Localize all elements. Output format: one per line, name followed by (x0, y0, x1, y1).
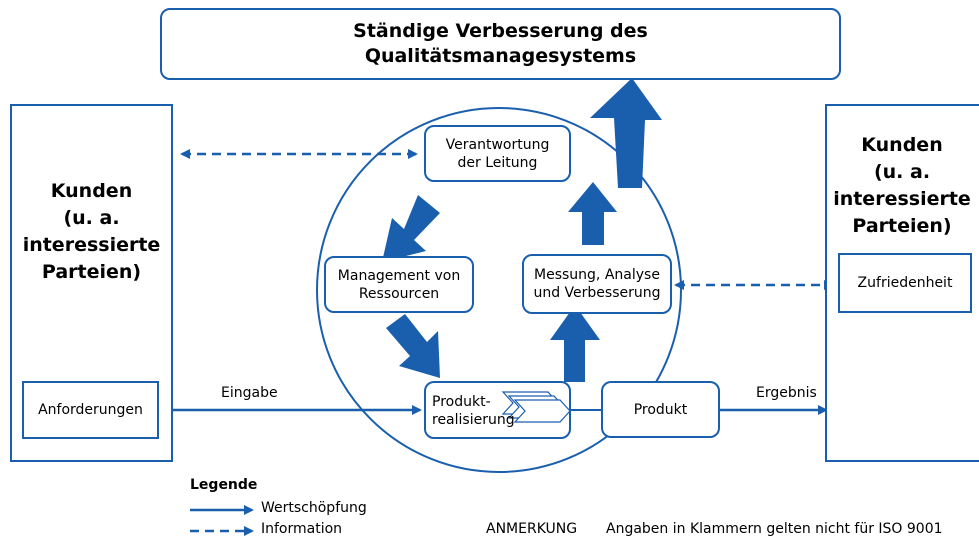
cycle-arrow-realization-to-measurement (550, 305, 600, 382)
management-responsibility-label: Verantwortung der Leitung (445, 136, 550, 171)
title-box: Ständige Verbesserung des Qualitätsmanag… (160, 8, 841, 80)
requirements-label: Anforderungen (38, 402, 143, 418)
improvement-arrow (590, 78, 662, 188)
satisfaction-box: Zufriedenheit (838, 253, 972, 313)
product-label: Produkt (633, 401, 688, 418)
satisfaction-label: Zufriedenheit (857, 275, 953, 291)
legend-heading: Legende (190, 477, 258, 493)
product-realization-box: Produkt- realisierung (424, 381, 571, 439)
cycle-arrow-resources-to-realization (386, 314, 440, 378)
measurement-box: Messung, Analyse und Verbesserung (522, 254, 672, 314)
note-text: Angaben in Klammern gelten nicht für ISO… (606, 521, 943, 537)
measurement-label: Messung, Analyse und Verbesserung (533, 267, 661, 301)
cycle-arrow-measurement-to-responsibility (568, 182, 617, 245)
input-label: Eingabe (221, 385, 278, 401)
resource-management-box: Management von Ressourcen (324, 256, 474, 313)
legend-information: Information (261, 521, 343, 537)
left-customer-label: Kunden (u. a. interessierte Parteien) (22, 180, 161, 283)
requirements-box: Anforderungen (22, 381, 159, 439)
legend-value-added: Wertschöpfung (261, 500, 367, 516)
resource-management-label: Management von Ressourcen (337, 267, 461, 302)
process-chevron-icon (501, 391, 571, 423)
management-responsibility-box: Verantwortung der Leitung (424, 125, 571, 182)
product-box: Produkt (601, 381, 720, 438)
output-label: Ergebnis (756, 385, 817, 401)
cycle-arrow-responsibility-to-resources (382, 195, 440, 262)
diagram-title: Ständige Verbesserung des Qualitätsmanag… (353, 20, 648, 67)
note-label: ANMERKUNG (486, 521, 578, 537)
product-realization-label: Produkt- realisierung (432, 394, 515, 428)
process-circle (316, 107, 682, 473)
right-customer-label: Kunden (u. a. interessierte Parteien) (833, 134, 971, 237)
